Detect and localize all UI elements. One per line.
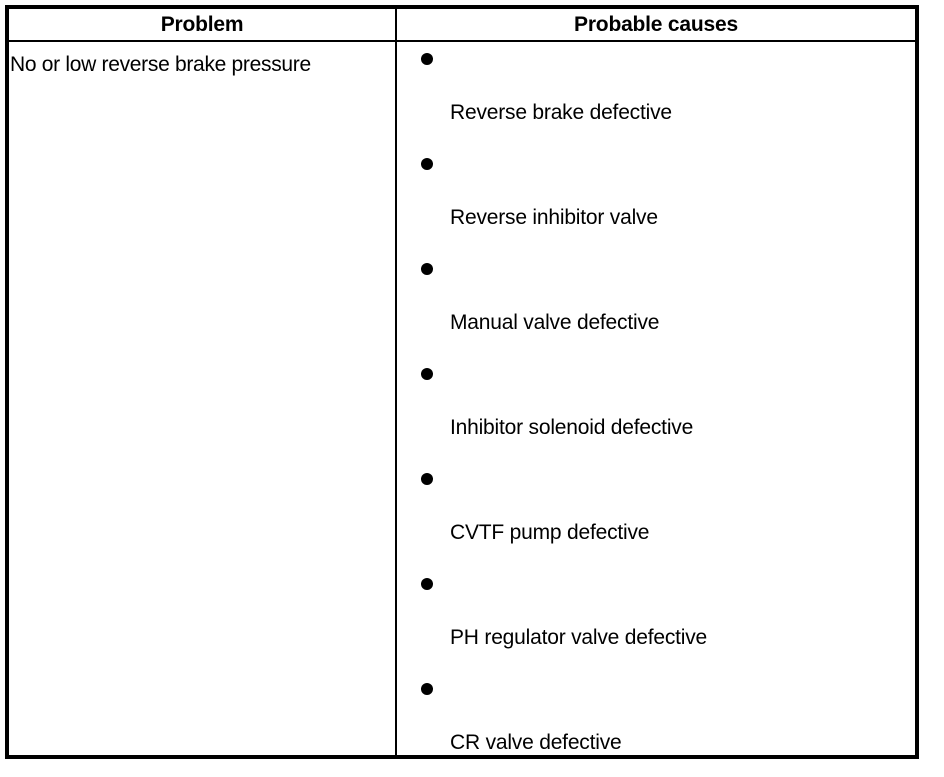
column-header-problem: Problem: [160, 13, 244, 36]
bullet-icon: [421, 368, 433, 380]
list-item: PH regulator valve defective: [397, 567, 915, 672]
list-item: CVTF pump defective: [397, 462, 915, 567]
cause-label: PH regulator valve defective: [450, 626, 708, 649]
table-header-row: Problem Probable causes: [9, 9, 915, 42]
bullet-icon: [421, 578, 433, 590]
cause-label: Reverse inhibitor valve: [450, 206, 658, 229]
list-item: CR valve defective: [397, 672, 915, 777]
table-body: No or low reverse brake pressure Reverse…: [9, 42, 915, 755]
list-item: Inhibitor solenoid defective: [397, 357, 915, 462]
list-item: Manual valve defective: [397, 252, 915, 357]
bullet-icon: [421, 158, 433, 170]
table-row: No or low reverse brake pressure: [9, 42, 395, 755]
troubleshooting-table: Problem Probable causes No or low revers…: [5, 5, 919, 759]
probable-causes-list: Reverse brake defective Reverse inhibito…: [397, 42, 915, 755]
cause-label: Reverse brake defective: [450, 101, 672, 124]
cause-label: Inhibitor solenoid defective: [450, 416, 694, 439]
column-divider: [395, 9, 397, 755]
bullet-icon: [421, 53, 433, 65]
cause-label: CR valve defective: [450, 731, 622, 754]
bullet-icon: [421, 473, 433, 485]
problem-description: No or low reverse brake pressure: [10, 53, 311, 76]
bullet-icon: [421, 263, 433, 275]
list-item: Reverse inhibitor valve: [397, 147, 915, 252]
cause-label: CVTF pump defective: [450, 521, 650, 544]
cause-label: Manual valve defective: [450, 311, 660, 334]
list-item: Reverse brake defective: [397, 42, 915, 147]
column-header-probable-causes: Probable causes: [574, 13, 738, 36]
bullet-icon: [421, 683, 433, 695]
